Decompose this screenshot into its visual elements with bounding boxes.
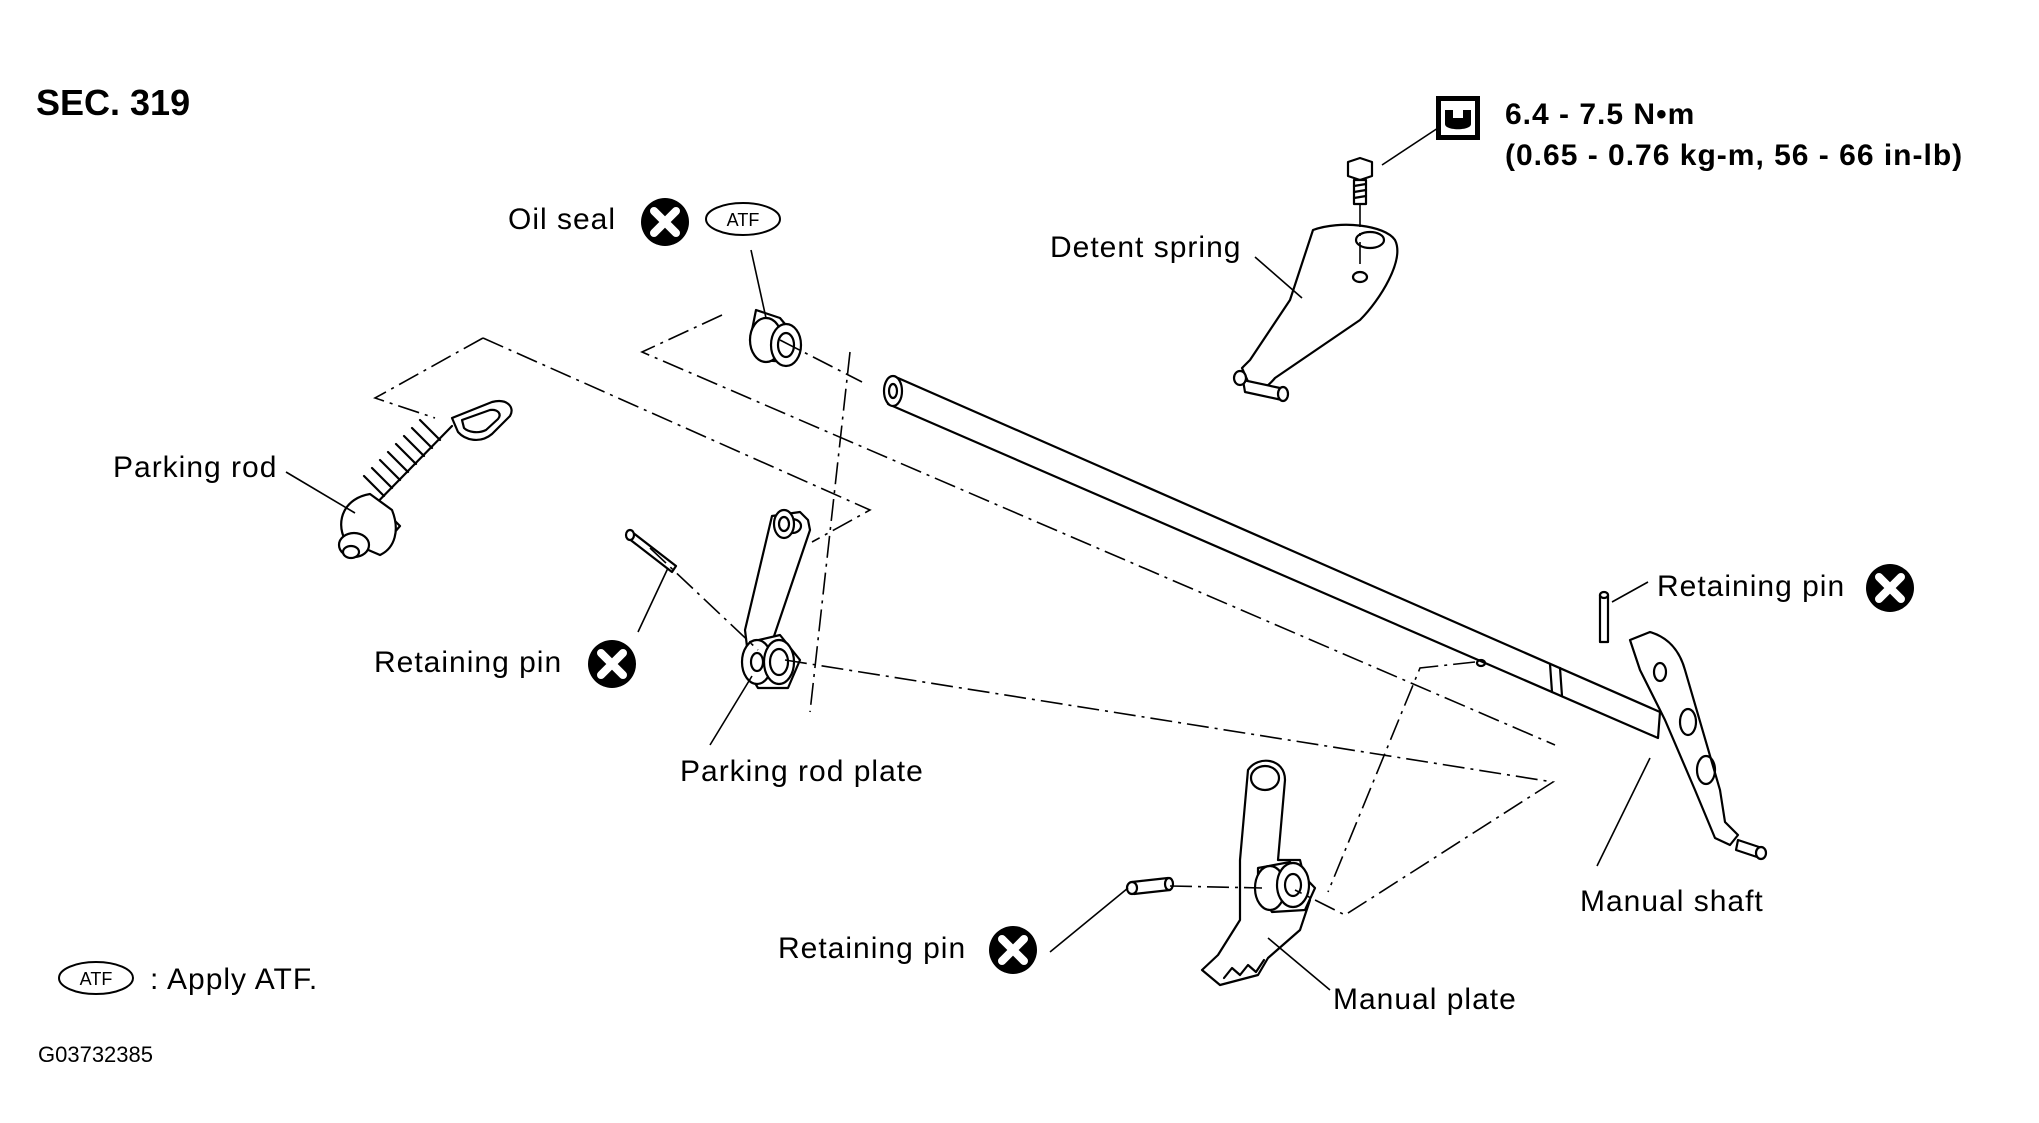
retaining-pin-right-part: [1598, 590, 1610, 644]
torque-spec: 6.4 - 7.5 N•m: [1505, 98, 1696, 131]
atf-badge-icon: ATF: [705, 202, 781, 236]
replace-part-icon: [641, 198, 689, 246]
figure-code: G03732385: [38, 1042, 153, 1067]
label-manual-plate: Manual plate: [1333, 983, 1517, 1016]
label-retaining-pin-bottom: Retaining pin: [778, 932, 967, 965]
torque-wrench-icon: [1436, 96, 1480, 140]
retaining-pin-bottom-part: [1125, 876, 1175, 896]
label-retaining-pin-left: Retaining pin: [374, 646, 563, 679]
label-manual-shaft: Manual shaft: [1580, 885, 1764, 918]
parking-rod-plate: [740, 508, 812, 690]
bolt: [1346, 156, 1374, 206]
parking-rod: [337, 400, 513, 560]
retaining-pin-left-part: [624, 528, 678, 574]
section-number: SEC. 319: [36, 82, 191, 123]
manual-plate: [1200, 759, 1317, 987]
replace-part-icon: [1866, 564, 1914, 612]
legend-text: : Apply ATF.: [150, 963, 319, 996]
label-parking-rod: Parking rod: [113, 451, 278, 484]
manual-shaft-lever: [1628, 630, 1768, 861]
legend-atf-icon: ATF: [58, 961, 134, 995]
label-parking-rod-plate: Parking rod plate: [680, 755, 924, 788]
detent-spring: [1232, 223, 1399, 403]
svg-text:ATF: ATF: [80, 969, 113, 989]
leader-lines: [285, 127, 1651, 991]
replace-part-icon: [989, 926, 1037, 974]
replace-part-icon: [588, 640, 636, 688]
torque-spec-alt: (0.65 - 0.76 kg-m, 56 - 66 in-lb): [1505, 139, 1964, 172]
label-retaining-pin-right: Retaining pin: [1657, 570, 1846, 603]
manual-shaft: [882, 374, 1662, 740]
oil-seal: [748, 308, 803, 368]
phantom-lines: [373, 205, 1556, 916]
label-oil-seal: Oil seal: [508, 203, 617, 236]
svg-text:ATF: ATF: [727, 210, 760, 230]
label-detent-spring: Detent spring: [1050, 231, 1242, 264]
